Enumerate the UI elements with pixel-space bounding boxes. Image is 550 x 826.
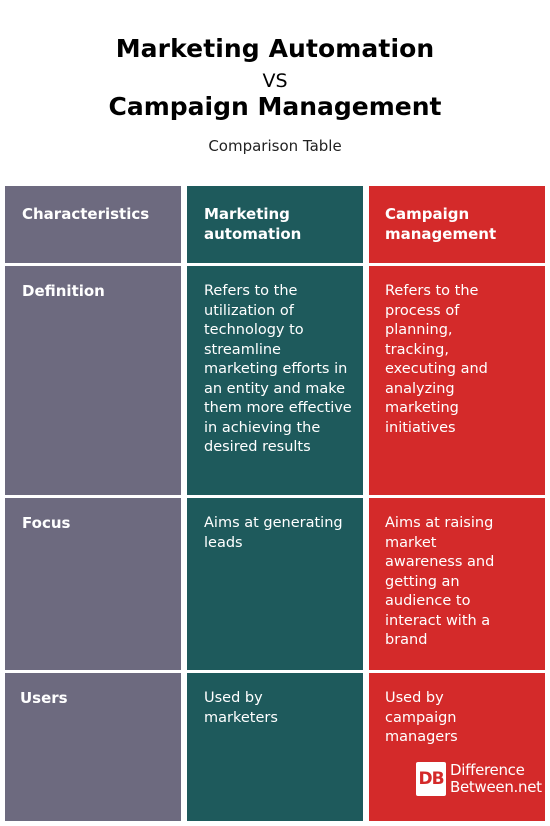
row-divider <box>5 670 545 673</box>
row-divider <box>5 495 545 498</box>
difference-between-logo: DB Difference Between.net <box>416 762 542 796</box>
logo-line2: Between.net <box>450 778 542 796</box>
title-marketing-automation: Marketing Automation <box>115 34 435 63</box>
logo-mark: DB <box>416 762 446 796</box>
column-campaign-management <box>369 186 545 821</box>
header-campaign-management: Campaign management <box>385 205 497 243</box>
row-label-definition: Definition <box>22 282 105 300</box>
logo-line1: Difference <box>450 761 525 779</box>
row-divider <box>5 263 545 266</box>
row-label-focus: Focus <box>22 514 71 532</box>
logo-text: Difference Between.net <box>450 762 542 796</box>
users-marketing-automation: Used by marketers <box>204 690 278 726</box>
users-campaign-management: Used by campaign managers <box>385 690 458 745</box>
column-characteristics <box>5 186 181 821</box>
header-characteristics: Characteristics <box>22 205 150 223</box>
definition-marketing-automation: Refers to the utilization of technology … <box>204 283 352 455</box>
focus-campaign-management: Aims at raising market awareness and get… <box>385 515 495 648</box>
subtitle: Comparison Table <box>208 137 342 155</box>
title-campaign-management: Campaign Management <box>108 92 442 121</box>
row-label-users: Users <box>20 689 68 707</box>
comparison-table: Characteristics Marketing automation Cam… <box>5 186 545 821</box>
focus-marketing-automation: Aims at generating leads <box>204 515 343 551</box>
definition-campaign-management: Refers to the process of planning, track… <box>385 283 488 436</box>
header-marketing-automation: Marketing automation <box>204 205 302 243</box>
title-vs: VS <box>262 70 288 92</box>
column-marketing-automation <box>187 186 363 821</box>
